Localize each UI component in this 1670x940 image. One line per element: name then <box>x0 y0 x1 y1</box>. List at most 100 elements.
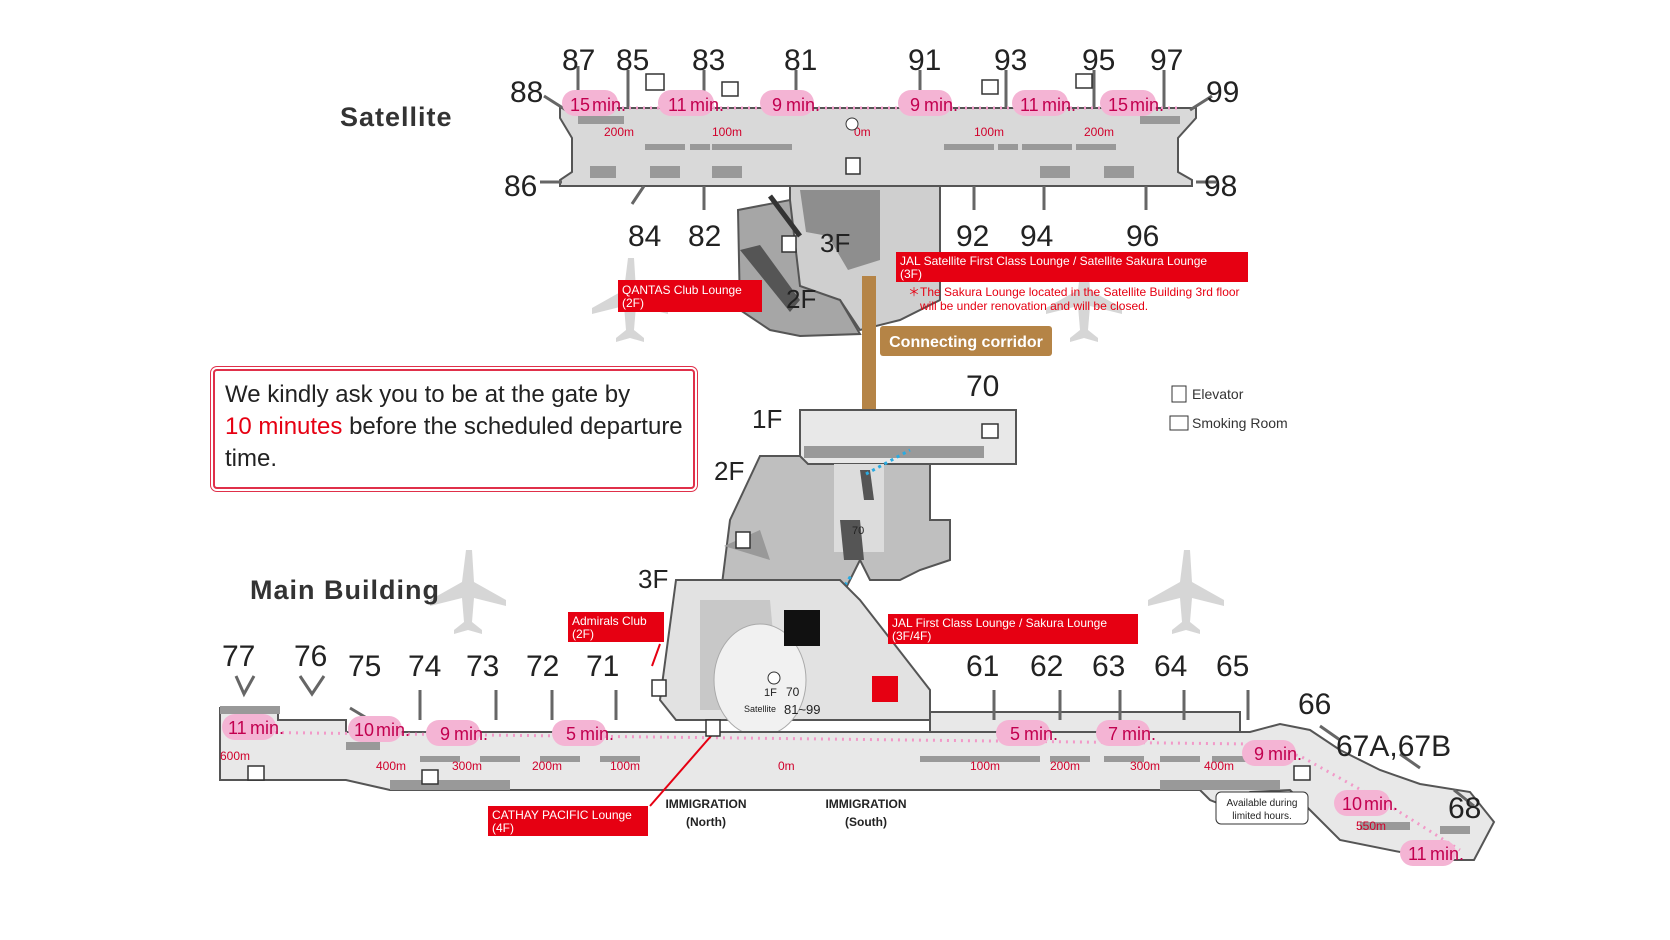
svg-text:min.: min. <box>454 724 488 744</box>
gate-91: 91 <box>908 44 941 77</box>
svg-text:min.: min. <box>592 95 626 115</box>
gate-arrival-notice: We kindly ask you to be at the gate by 1… <box>213 369 695 489</box>
smoking-room-icon <box>981 423 999 439</box>
gate-68: 68 <box>1448 792 1481 825</box>
smoking-room-icon <box>1293 765 1311 781</box>
svg-text:200m: 200m <box>1084 125 1114 139</box>
svg-text:81~99: 81~99 <box>784 702 821 717</box>
direction-to-70: 70 1F 70 Satellite 81~99 <box>744 525 864 717</box>
mid-building <box>718 409 1017 601</box>
info-icon <box>767 117 859 685</box>
smoking-room-icon <box>1169 415 1189 431</box>
satellite-building <box>540 66 1216 338</box>
jal-first-class-lounge: JAL First Class Lounge / Sakura Lounge (… <box>888 614 1138 644</box>
svg-text:min.: min. <box>1364 794 1398 814</box>
svg-text:IMMIGRATION: IMMIGRATION <box>825 797 906 811</box>
svg-text:min.: min. <box>1268 744 1302 764</box>
smoking-room-icon <box>421 769 439 785</box>
gate-81: 81 <box>784 44 817 77</box>
satellite-gate-numbers: 88 87 85 83 81 91 93 95 97 99 86 84 82 9… <box>504 44 1239 253</box>
svg-text:550m: 550m <box>1356 819 1386 833</box>
svg-text:400m: 400m <box>1204 759 1234 773</box>
gate-92: 92 <box>956 220 989 253</box>
floor-label-sat-3f: 3F <box>820 228 850 258</box>
svg-text:(South): (South) <box>845 815 887 829</box>
svg-text:600m: 600m <box>220 749 250 763</box>
jal-lounge-marker <box>872 676 898 702</box>
smoking-room-icon <box>721 81 739 97</box>
svg-text:min.: min. <box>1430 844 1464 864</box>
smoking-room-icon <box>247 765 265 781</box>
gate-75: 75 <box>348 650 381 683</box>
renovation-note-line2: will be under renovation and will be clo… <box>919 299 1148 313</box>
immigration-south: IMMIGRATION (South) <box>825 797 906 829</box>
gate-82: 82 <box>688 220 721 253</box>
smoking-room-icon <box>645 73 665 91</box>
smoking-room-icon <box>1075 73 1093 89</box>
svg-text:min.: min. <box>690 95 724 115</box>
elevator-icon <box>781 235 797 253</box>
gate-76: 76 <box>294 640 327 673</box>
gate-63: 63 <box>1092 650 1125 683</box>
svg-text:min.: min. <box>580 724 614 744</box>
svg-text:11: 11 <box>228 718 247 738</box>
svg-text:min.: min. <box>1042 95 1076 115</box>
main-gate-numbers: 77 76 75 74 73 72 71 61 62 63 64 65 66 6… <box>222 370 1481 825</box>
connecting-corridor-label: Connecting corridor <box>880 326 1052 356</box>
admirals-club-lounge: Admirals Club (2F) <box>568 612 664 642</box>
gate-88: 88 <box>510 76 543 109</box>
svg-text:0m: 0m <box>854 125 871 139</box>
svg-text:11: 11 <box>1408 844 1427 864</box>
gate-72: 72 <box>526 650 559 683</box>
gate-67a-67b: 67A,67B <box>1336 730 1451 763</box>
svg-text:min.: min. <box>924 95 958 115</box>
floor-label-2f: 2F <box>714 456 744 486</box>
svg-text:9: 9 <box>1254 744 1264 764</box>
svg-text:limited hours.: limited hours. <box>1232 811 1291 822</box>
gate-99: 99 <box>1206 76 1239 109</box>
svg-text:100m: 100m <box>974 125 1004 139</box>
svg-text:(2F): (2F) <box>572 627 594 641</box>
main-building <box>219 579 1496 861</box>
elevator-icons <box>651 157 861 737</box>
svg-text:(North): (North) <box>686 815 726 829</box>
svg-text:Satellite: Satellite <box>744 704 776 714</box>
gate-77: 77 <box>222 640 255 673</box>
legend-elevator: Elevator <box>1192 386 1244 402</box>
svg-text:70: 70 <box>852 525 864 537</box>
svg-text:5: 5 <box>566 724 576 744</box>
svg-text:200m: 200m <box>1050 759 1080 773</box>
gate-62: 62 <box>1030 650 1063 683</box>
floor-label-1f: 1F <box>752 404 782 434</box>
svg-text:200m: 200m <box>532 759 562 773</box>
legend-smoking-room: Smoking Room <box>1192 415 1288 431</box>
svg-text:QANTAS Club Lounge: QANTAS Club Lounge <box>622 283 742 297</box>
gate-94: 94 <box>1020 220 1053 253</box>
available-limited-hours-note: Available during limited hours. <box>1215 791 1309 825</box>
svg-text:5: 5 <box>1010 724 1020 744</box>
gate-95: 95 <box>1082 44 1115 77</box>
gate-93: 93 <box>994 44 1027 77</box>
immigration-north: IMMIGRATION (North) <box>665 797 746 829</box>
svg-text:JAL Satellite First Class Loun: JAL Satellite First Class Lounge / Satel… <box>900 254 1207 268</box>
svg-text:min.: min. <box>1024 724 1058 744</box>
svg-text:9: 9 <box>772 95 782 115</box>
svg-text:300m: 300m <box>452 759 482 773</box>
svg-text:9: 9 <box>910 95 920 115</box>
svg-text:100m: 100m <box>610 759 640 773</box>
gate-87: 87 <box>562 44 595 77</box>
svg-text:15: 15 <box>570 95 590 115</box>
svg-text:70: 70 <box>786 685 800 699</box>
svg-text:min.: min. <box>786 95 820 115</box>
elevator-icon <box>845 157 861 175</box>
